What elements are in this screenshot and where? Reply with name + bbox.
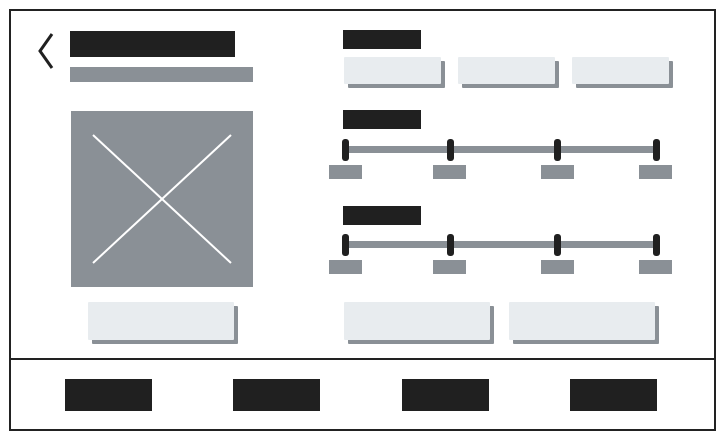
nav-divider [9, 358, 716, 360]
section-label-slider-1 [343, 110, 421, 129]
primary-button[interactable] [509, 302, 655, 340]
slider-1-stop-label [329, 165, 362, 179]
slider-2-stop-label [329, 260, 362, 274]
option-button-2[interactable] [458, 57, 555, 84]
option-button-1[interactable] [344, 57, 441, 84]
page-title [70, 31, 235, 57]
slider-2-stop-label [639, 260, 672, 274]
slider-1-stop-label [541, 165, 574, 179]
nav-item-1[interactable] [65, 379, 152, 411]
nav-item-2[interactable] [233, 379, 320, 411]
section-label-slider-2 [343, 206, 421, 225]
slider-1-stop[interactable] [447, 139, 454, 161]
slider-2-stop[interactable] [342, 234, 349, 256]
secondary-button[interactable] [344, 302, 490, 340]
slider-1-stop-label [433, 165, 466, 179]
slider-2-track[interactable] [345, 241, 656, 248]
image-action-button[interactable] [88, 302, 234, 340]
slider-1-stop[interactable] [554, 139, 561, 161]
slider-1-track[interactable] [345, 146, 656, 153]
section-label-options [343, 30, 421, 49]
slider-2-stop[interactable] [447, 234, 454, 256]
slider-1-stop-label [639, 165, 672, 179]
nav-item-3[interactable] [402, 379, 489, 411]
nav-item-4[interactable] [570, 379, 657, 411]
slider-2-stop-label [433, 260, 466, 274]
page-subtitle [70, 67, 253, 82]
chevron-left-icon[interactable] [36, 32, 56, 70]
slider-2-stop[interactable] [653, 234, 660, 256]
slider-2-stop[interactable] [554, 234, 561, 256]
option-button-3[interactable] [572, 57, 669, 84]
slider-1-stop[interactable] [342, 139, 349, 161]
slider-2-stop-label [541, 260, 574, 274]
image-placeholder-icon [71, 111, 253, 287]
slider-1-stop[interactable] [653, 139, 660, 161]
device-frame [9, 9, 716, 431]
